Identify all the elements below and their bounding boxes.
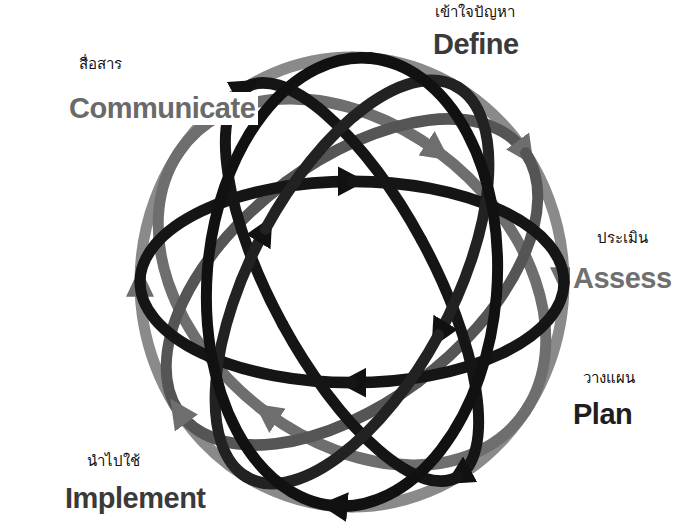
step-label: Implement: [62, 482, 209, 515]
step-label: Assess: [570, 262, 675, 295]
step-label-thai: เข้าใจปัญหา: [432, 4, 518, 21]
step-label-thai: สื่อสาร: [76, 56, 125, 73]
step-label: Plan: [570, 398, 635, 431]
step-label: Communicate: [66, 92, 258, 125]
step-label-thai: นำไปใช้: [84, 453, 143, 470]
step-label-thai: วางแผน: [580, 370, 638, 387]
step-label: Define: [430, 28, 522, 61]
step-label-thai: ประเมิน: [594, 230, 651, 247]
